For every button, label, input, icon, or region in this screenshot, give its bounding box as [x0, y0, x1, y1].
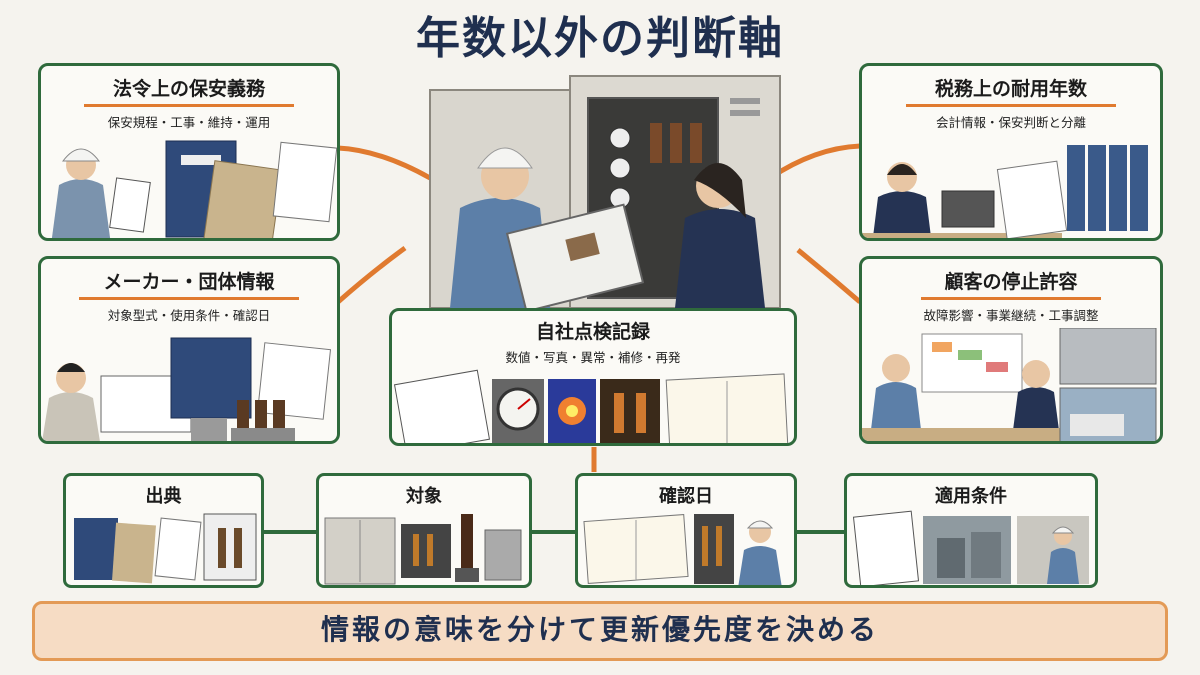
connector-legal	[337, 145, 432, 181]
tax-lifespan-subtitle: 会計情報・保安判断と分離	[935, 115, 1086, 130]
legal-obligation-box: 法令上の保安義務 保安規程・工事・維持・運用	[38, 63, 340, 241]
legal-obligation-title: 法令上の保安義務	[112, 78, 265, 100]
maker-illustration	[42, 337, 332, 441]
source-illustration	[74, 513, 257, 584]
maker-info-box: メーカー・団体情報 対象型式・使用条件・確認日	[38, 256, 340, 444]
tax-illustration	[862, 145, 1148, 238]
legal-obligation-underline	[84, 104, 294, 107]
central-illustration	[429, 75, 781, 308]
inspection-record-subtitle: 数値・写真・異常・補修・再発	[505, 350, 681, 365]
conditions-label: 適用条件	[935, 486, 1007, 507]
customer-tolerance-underline	[921, 297, 1101, 300]
legal-obligation-subtitle: 保安規程・工事・維持・運用	[107, 115, 271, 130]
target-label: 対象	[406, 486, 442, 507]
page-title: 年数以外の判断軸	[416, 13, 784, 64]
inspection-illustration	[393, 369, 789, 443]
date-label: 確認日	[659, 486, 713, 507]
customer-tolerance-title: 顧客の停止許容	[944, 271, 1078, 293]
maker-info-underline	[79, 297, 299, 300]
source-box: 出典	[63, 473, 264, 588]
customer-tolerance-box: 顧客の停止許容 故障影響・事業継続・工事調整	[859, 256, 1163, 444]
inspection-record-box: 自社点検記録 数値・写真・異常・補修・再発	[389, 308, 797, 446]
legal-illustration	[51, 140, 337, 238]
connector-maker	[336, 245, 407, 304]
inspection-record-title: 自社点検記録	[535, 321, 650, 343]
date-illustration	[583, 514, 782, 585]
maker-info-subtitle: 対象型式・使用条件・確認日	[107, 308, 271, 323]
conditions-box: 適用条件	[844, 473, 1098, 588]
conditions-illustration	[852, 510, 1089, 585]
source-label: 出典	[145, 486, 182, 507]
connector-customer	[796, 248, 862, 304]
customer-illustration	[862, 328, 1157, 441]
target-box: 対象	[316, 473, 532, 588]
tax-lifespan-title: 税務上の耐用年数	[934, 78, 1087, 100]
date-box: 確認日	[575, 473, 797, 588]
maker-info-title: メーカー・団体情報	[103, 271, 275, 293]
tax-lifespan-box: 税務上の耐用年数 会計情報・保安判断と分離	[859, 63, 1163, 241]
target-illustration	[324, 514, 522, 585]
customer-tolerance-subtitle: 故障影響・事業継続・工事調整	[923, 308, 1099, 323]
conclusion-banner: 情報の意味を分けて更新優先度を決める	[32, 601, 1168, 661]
tax-lifespan-underline	[906, 104, 1116, 107]
